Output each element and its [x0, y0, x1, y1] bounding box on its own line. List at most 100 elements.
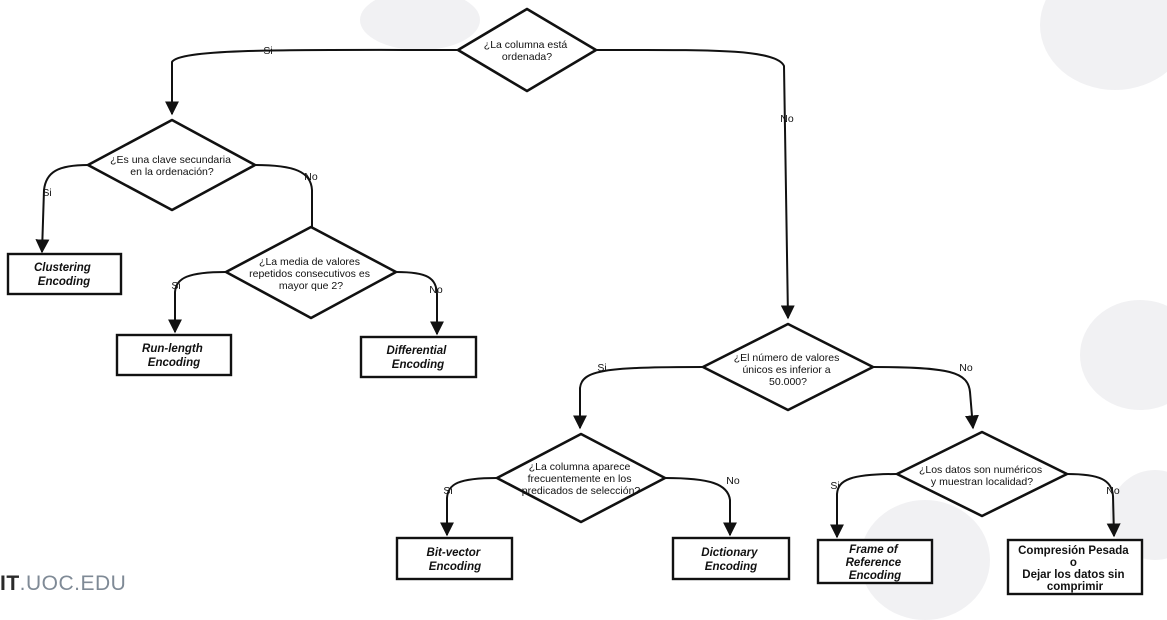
brand-strong: IT [0, 572, 20, 595]
connector-q5-no [664, 477, 737, 537]
result-text-line: o [1070, 557, 1077, 569]
edge-label: Si [443, 485, 452, 497]
result-box [671, 536, 791, 581]
result-text-line: Encoding [392, 359, 444, 371]
decision-diamond [456, 7, 598, 93]
result-r7: Compresión Pesada o Dejar los datos sin … [1006, 538, 1144, 596]
result-text-line: Run-length [142, 343, 203, 355]
result-text-line: Bit-vector [427, 547, 481, 559]
svg-text:Compresión Pesada o: Compresión Pesada o Dejar los datos sin … [1018, 545, 1132, 593]
svg-text:Clustering Encoding: Clustering Encoding [34, 262, 94, 288]
result-r3: Differential Encoding [359, 335, 478, 379]
decision-text-line: y muestran localidad? [931, 476, 1033, 488]
decision-q3: ¿La media de valores repetidos consecuti… [224, 225, 398, 320]
result-box [115, 333, 233, 377]
connector-q1-si [165, 48, 459, 116]
edge-label: Si [263, 45, 272, 57]
edge-label: Si [597, 362, 606, 374]
svg-text:¿Es una clave secundaria: ¿Es una clave secundaria en la ordenació… [110, 154, 234, 178]
result-text-line: Encoding [849, 570, 901, 582]
result-text-line: Encoding [148, 357, 200, 369]
decision-flowchart: Si No Si No Si No Si No Si No Si No ¿La … [6, 7, 1144, 596]
decision-diamond [86, 118, 257, 212]
edge-label: Si [42, 187, 51, 199]
connector-q1-no [595, 48, 795, 320]
result-text-line: Encoding [38, 276, 90, 288]
result-r5: Dictionary Encoding [671, 536, 791, 581]
edge-label: No [726, 475, 740, 487]
connector-q3-si [168, 271, 227, 334]
decision-text-line: ordenada? [502, 51, 552, 63]
decision-text-line: ¿La columna está [484, 39, 568, 51]
svg-text:¿Los datos son numéricos: ¿Los datos son numéricos y muestran loca… [919, 464, 1045, 488]
connector-q2-no [254, 164, 319, 255]
result-box [359, 335, 478, 379]
decision-q4: ¿El número de valores únicos es inferior… [701, 322, 875, 412]
result-box [816, 538, 934, 585]
result-text-line: Clustering [34, 262, 91, 274]
edge-label: No [780, 113, 794, 125]
decision-diamond [495, 432, 667, 524]
decision-text-line: ¿Es una clave secundaria [110, 154, 231, 166]
result-text-line: Dejar los datos sin [1022, 569, 1124, 581]
result-text-line: Encoding [429, 561, 481, 573]
svg-text:Bit-vector Encoding: Bit-vector Encoding [427, 547, 484, 573]
decision-text-line: predicados de selección? [522, 485, 641, 497]
result-box [395, 536, 514, 581]
edge-label: No [959, 362, 973, 374]
edge-label: Si [171, 280, 180, 292]
edge-label: No [429, 284, 443, 296]
result-text-line: Frame of [849, 544, 899, 556]
result-text-line: Reference [846, 557, 902, 569]
brand-watermark: IT.UOC.EDU [0, 571, 126, 597]
decision-text-line: ¿La columna aparece [529, 461, 631, 473]
decision-text-line: en la ordenación? [130, 166, 214, 178]
decision-text-line: 50.000? [769, 376, 807, 388]
decision-text-line: mayor que 2? [279, 280, 343, 292]
result-r6: Frame of Reference Encoding [816, 538, 934, 585]
result-r2: Run-length Encoding [115, 333, 233, 377]
result-box [1006, 538, 1144, 596]
svg-text:¿La columna está ordenad: ¿La columna está ordenada? [484, 39, 570, 63]
connector-q3-no [395, 271, 444, 336]
background-blob [360, 0, 480, 50]
edge-label: No [304, 171, 318, 183]
result-text-line: Compresión Pesada [1018, 545, 1129, 557]
connectors [35, 48, 1121, 539]
svg-text:Dictionary Encoding: Dictionary Encoding [701, 547, 760, 573]
result-r1: Clustering Encoding [6, 252, 123, 296]
connector-q2-si [35, 164, 89, 254]
edge-labels: Si No Si No Si No Si No Si No Si No [42, 45, 1120, 497]
decision-q6: ¿Los datos son numéricos y muestran loca… [895, 430, 1069, 518]
connector-q4-si [573, 366, 704, 430]
decision-q1: ¿La columna está ordenada? [456, 7, 598, 93]
svg-text:¿La columna aparece frec: ¿La columna aparece frecuentemente en lo… [522, 461, 641, 497]
result-box [6, 252, 123, 296]
decision-diamond [701, 322, 875, 412]
connector-q6-si [830, 473, 898, 539]
edge-label: No [1106, 485, 1120, 497]
decision-text-line: frecuentemente en los [528, 473, 632, 485]
decision-q2: ¿Es una clave secundaria en la ordenació… [86, 118, 257, 212]
svg-text:¿El número de valores ún: ¿El número de valores únicos es inferior… [734, 352, 843, 388]
brand-light: .UOC.EDU [19, 572, 127, 595]
result-r4: Bit-vector Encoding [395, 536, 514, 581]
result-text-line: comprimir [1047, 581, 1104, 593]
decision-text-line: ¿La media de valores [259, 256, 360, 268]
svg-text:Frame of Reference: Frame of Reference Encoding [846, 544, 905, 582]
connector-q4-no [872, 366, 979, 430]
decision-diamond [224, 225, 398, 320]
background-blob [1080, 300, 1167, 410]
decision-text-line: ¿El número de valores [734, 352, 840, 364]
decision-q5: ¿La columna aparece frecuentemente en lo… [495, 432, 667, 524]
result-text-line: Encoding [705, 561, 757, 573]
edge-label: Si [830, 480, 839, 492]
svg-text:Run-length Encoding: Run-length Encoding [142, 343, 206, 369]
decision-text-line: únicos es inferior a [742, 364, 830, 376]
svg-text:Differential Encoding: Differential Encoding [386, 345, 449, 371]
decision-text-line: repetidos consecutivos es [249, 268, 370, 280]
svg-text:¿La media de valores rep: ¿La media de valores repetidos consecuti… [249, 256, 373, 292]
decision-diamond [895, 430, 1069, 518]
connector-q6-no [1066, 473, 1121, 538]
result-text-line: Dictionary [701, 547, 758, 559]
